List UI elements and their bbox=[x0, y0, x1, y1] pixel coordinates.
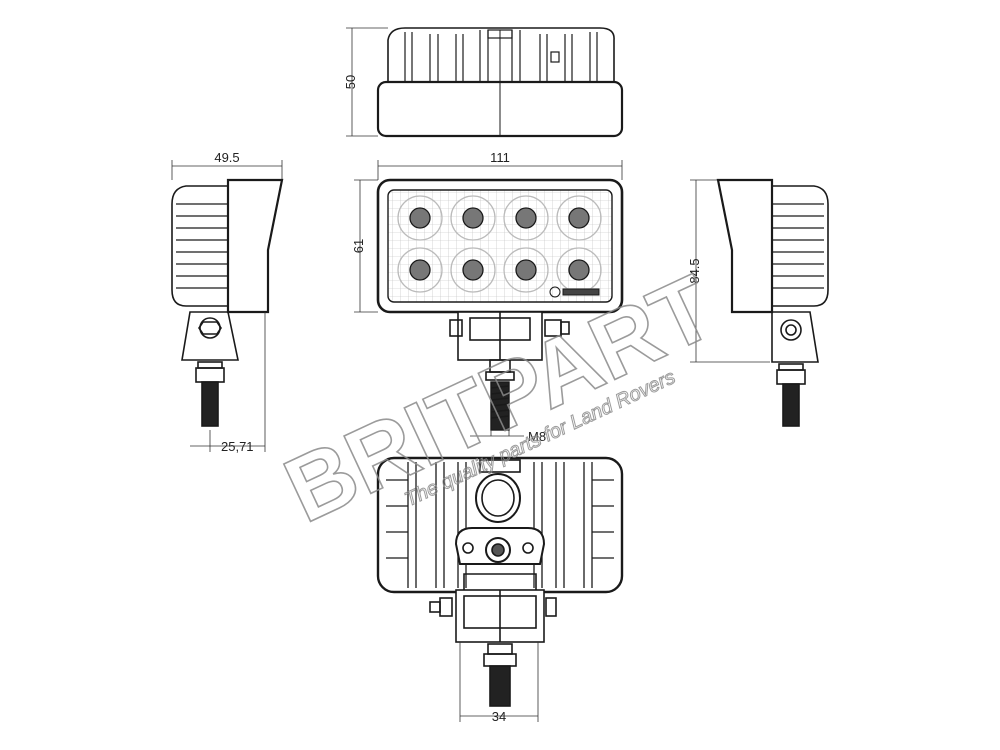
led bbox=[556, 195, 602, 241]
dimension-bolt-thread bbox=[470, 430, 524, 437]
mounting-bolt bbox=[490, 381, 510, 431]
dimension-height-side bbox=[690, 179, 770, 363]
led bbox=[397, 195, 443, 241]
mounting-bracket bbox=[449, 311, 570, 381]
top-view bbox=[376, 27, 624, 138]
label-depth-side: 49.5 bbox=[214, 150, 239, 165]
approval-mark-icon bbox=[549, 286, 600, 298]
front-view bbox=[376, 178, 624, 431]
label-height-side: 84.5 bbox=[687, 258, 702, 283]
label-height-top: 50 bbox=[343, 75, 358, 89]
dimension-height-top bbox=[346, 27, 388, 137]
rear-view bbox=[376, 456, 624, 707]
dimension-bolt-offset bbox=[190, 312, 266, 452]
dimension-depth-side bbox=[171, 160, 283, 180]
led bbox=[397, 247, 443, 293]
dimension-width-front bbox=[377, 160, 623, 180]
led bbox=[450, 247, 496, 293]
led bbox=[450, 195, 496, 241]
led bbox=[503, 247, 549, 293]
label-bolt-thread: M8 bbox=[528, 429, 546, 444]
led bbox=[503, 195, 549, 241]
left-side-view bbox=[171, 178, 284, 427]
label-bracket-width: 34 bbox=[492, 709, 506, 724]
led-array bbox=[397, 195, 602, 293]
label-width-front: 111 bbox=[490, 150, 510, 165]
label-height-front: 61 bbox=[351, 239, 366, 253]
dimension-height-front bbox=[354, 179, 378, 313]
right-side-view bbox=[716, 178, 829, 427]
label-bolt-offset: 25,71 bbox=[221, 439, 254, 454]
dimension-bracket-width bbox=[459, 642, 539, 722]
